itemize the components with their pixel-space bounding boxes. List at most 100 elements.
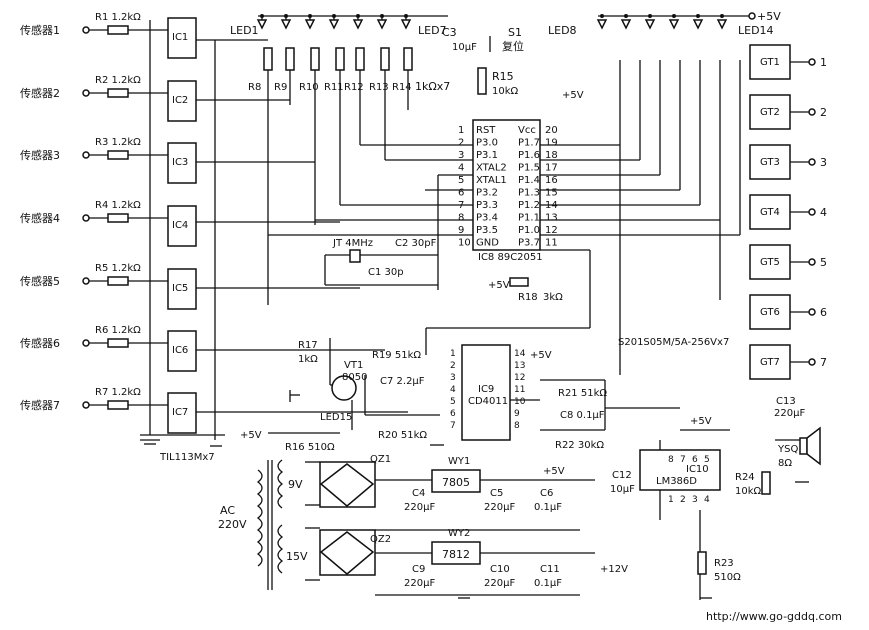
reg1-part: 7805	[442, 476, 470, 489]
ic9-cd4011	[461, 344, 511, 441]
sensor-terminal[interactable]	[82, 277, 90, 285]
mcu-pin-name: XTAL2	[476, 163, 507, 174]
ssr-output-terminal[interactable]	[808, 208, 816, 216]
sensor-resistor	[107, 88, 129, 98]
led-indicators	[256, 12, 756, 30]
pullup-resistor	[403, 47, 413, 71]
sensor-resistor-label: R7 1.2kΩ	[95, 387, 141, 398]
mcu-pin-number: 7	[458, 200, 464, 211]
c11-label: C11	[540, 564, 560, 575]
ssr-output-number: 1	[820, 56, 827, 69]
ssr-output-terminal[interactable]	[808, 358, 816, 366]
led-icon	[620, 19, 632, 30]
mcu-pin-name: P3.2	[476, 188, 498, 199]
amp-pin-number: 8	[668, 455, 674, 465]
mcu-pin-number: 3	[458, 150, 464, 161]
amp-pin-number: 7	[680, 455, 686, 465]
c13-label: C13	[776, 396, 796, 407]
optocoupler-label: IC5	[172, 283, 188, 294]
ssr-output-terminal[interactable]	[808, 58, 816, 66]
ssr-output-terminal[interactable]	[808, 158, 816, 166]
ssr-output-terminal[interactable]	[808, 258, 816, 266]
led-label-first: LED1	[230, 24, 259, 37]
transformer	[256, 459, 284, 590]
amp-pin-number: 4	[704, 495, 710, 505]
pullup-resistor	[380, 47, 390, 71]
qz1-label: QZ1	[370, 454, 391, 465]
reset-switch-label[interactable]: 复位	[502, 39, 524, 53]
ssr-block	[749, 94, 791, 130]
ic9-pin-number: 1	[450, 349, 456, 359]
sensor-terminal[interactable]	[82, 339, 90, 347]
mcu-pin-name: P1.1	[518, 213, 540, 224]
mcu-pin-number: 17	[545, 163, 558, 174]
ic9-pin-number: 2	[450, 361, 456, 371]
r21-label: R21 51kΩ	[558, 388, 607, 399]
r20-label: R20 51kΩ	[378, 430, 427, 441]
ic9-pin-number: 14	[514, 349, 526, 359]
ssr-output-terminal[interactable]	[808, 308, 816, 316]
r24-resistor	[761, 471, 771, 495]
sensor-label: 传感器2	[20, 87, 60, 100]
sensor-terminal[interactable]	[82, 26, 90, 34]
r24-label: R24	[735, 472, 755, 483]
sensor-resistor-label: R5 1.2kΩ	[95, 263, 141, 274]
pullup-label: R13	[369, 82, 389, 93]
regulator-7812	[431, 541, 481, 565]
r18-resistor	[509, 277, 529, 287]
pullup-label: R10	[299, 82, 319, 93]
mcu-pin-number: 1	[458, 125, 464, 136]
secondary-15v: 15V	[286, 550, 308, 563]
ic9-name: IC9	[478, 384, 494, 395]
mcu-pin-name: Vcc	[518, 125, 536, 136]
ic9-pin-number: 6	[450, 409, 456, 419]
transistor-vt1	[331, 375, 357, 401]
ic9-pin-number: 12	[514, 373, 525, 383]
qz2-label: QZ2	[370, 534, 391, 545]
mcu-pin-number: 16	[545, 175, 558, 186]
amp-part: LM386D	[656, 476, 697, 487]
led-icon	[716, 19, 728, 30]
sensor-terminal[interactable]	[82, 89, 90, 97]
ssr-output-number: 3	[820, 156, 827, 169]
mcu-pin-name: P3.7	[518, 238, 540, 249]
mcu-pin-name: P1.5	[518, 163, 540, 174]
bridge-diamond-1	[319, 463, 375, 507]
c10-value: 220μF	[484, 578, 515, 589]
sensor-label: 传感器7	[20, 399, 60, 412]
r22-label: R22 30kΩ	[555, 440, 604, 451]
r18-value: 3kΩ	[543, 292, 563, 303]
c4-value: 220μF	[404, 502, 435, 513]
mcu-pin-number: 18	[545, 150, 558, 161]
r19-label: R19 51kΩ	[372, 350, 421, 361]
sensor-terminal[interactable]	[82, 214, 90, 222]
supply-terminal	[748, 12, 756, 20]
optocoupler	[167, 80, 197, 122]
ic9-pin-number: 5	[450, 397, 456, 407]
sensor-resistor	[107, 150, 129, 160]
r18-supply: +5V	[488, 280, 510, 291]
ssr-output-terminal[interactable]	[808, 108, 816, 116]
sensor-resistor	[107, 213, 129, 223]
c12-value: 10μF	[610, 484, 635, 495]
amp-supply: +5V	[690, 416, 712, 427]
c9-label: C9	[412, 564, 425, 575]
mcu-ic8	[472, 119, 541, 251]
mcu-pin-name: P1.0	[518, 225, 540, 236]
mcu-pin-name: XTAL1	[476, 175, 507, 186]
led-icon	[328, 19, 340, 30]
mcu-pin-name: P3.3	[476, 200, 498, 211]
sensor-terminal[interactable]	[82, 151, 90, 159]
optocoupler	[167, 392, 197, 434]
sensor-terminal[interactable]	[82, 401, 90, 409]
ssr-label: GT4	[760, 207, 780, 218]
ac-label: AC	[220, 504, 235, 517]
supply-label-top: +5V	[757, 10, 781, 23]
ssr-block	[749, 244, 791, 280]
optocoupler-label: IC3	[172, 157, 188, 168]
mcu-pin-number: 13	[545, 213, 558, 224]
